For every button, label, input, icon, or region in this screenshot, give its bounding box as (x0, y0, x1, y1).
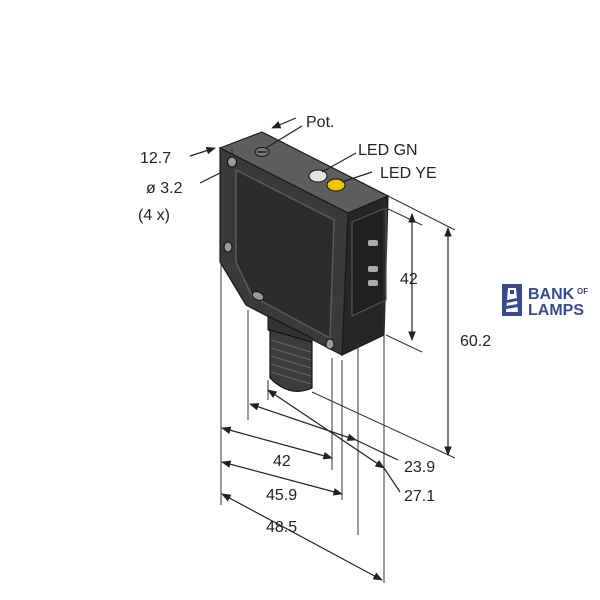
dim-height-60-2: 60.2 (460, 333, 491, 350)
dim-width-45-9: 45.9 (266, 487, 297, 504)
hole-diameter-label: ø 3.2 (146, 180, 183, 197)
dimension-labels: 42 60.2 42 45.9 48.5 23.9 27.1 (266, 271, 491, 536)
hole-count-label: (4 x) (138, 207, 170, 224)
pot-label: Pot. (306, 114, 334, 131)
dim-width-48-5: 48.5 (266, 519, 297, 536)
led-yellow-label: LED YE (380, 165, 437, 182)
sensor-body (218, 131, 390, 356)
dim-height-42: 42 (400, 271, 418, 288)
logo-line1-small: OF (577, 287, 588, 296)
bank-of-lamps-logo: BANK OF LAMPS (502, 284, 588, 319)
logo-line2: LAMPS (528, 302, 584, 319)
led-yellow-indicator (326, 178, 346, 192)
dimension-arrows (189, 117, 452, 581)
mounting-hole-icon (227, 156, 237, 168)
mounting-hole-icon (223, 241, 233, 253)
side-bracket (351, 207, 387, 317)
callout-labels: Pot. LED GN LED YE 12.7 ø 3.2 (4 x) (138, 114, 437, 224)
m12-connector (267, 315, 313, 392)
lighthouse-icon (502, 284, 522, 316)
led-green-indicator (308, 169, 328, 183)
dim-depth-23-9: 23.9 (404, 459, 435, 476)
dim-depth-27-1: 27.1 (404, 488, 435, 505)
mounting-hole-icon (325, 338, 335, 350)
dim-12-7-label: 12.7 (140, 150, 171, 167)
dim-width-42: 42 (273, 453, 291, 470)
led-green-label: LED GN (358, 142, 418, 159)
mounting-hole-icon (251, 291, 265, 301)
logo-line1: BANK (528, 286, 575, 303)
